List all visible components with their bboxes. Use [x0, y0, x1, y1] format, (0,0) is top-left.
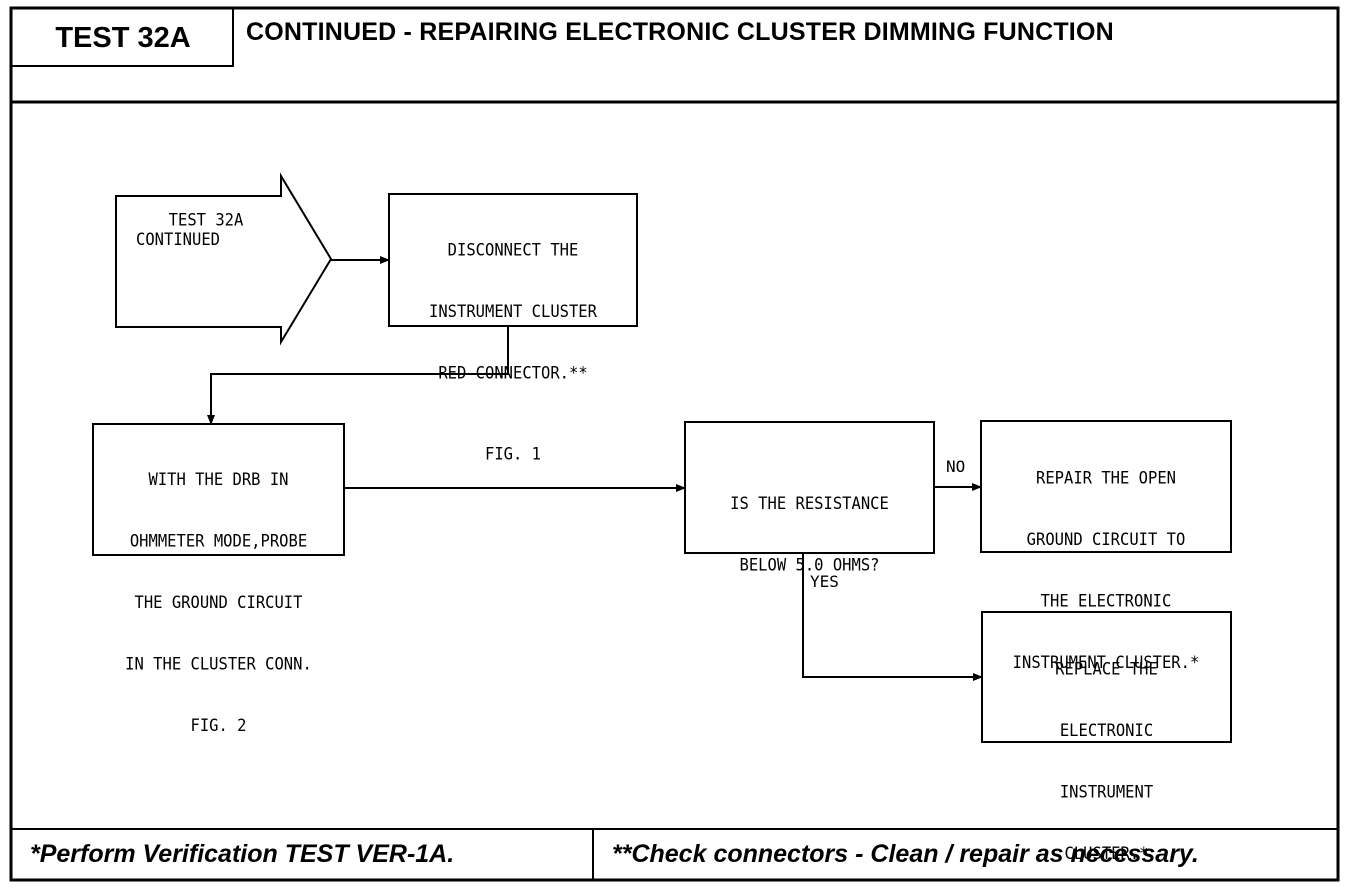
outer-frame [9, 6, 1340, 882]
test-id-label: TEST 32A [55, 21, 191, 54]
connector-decision-yes [802, 553, 983, 681]
step-probe-fig: FIG. 2 [190, 716, 247, 736]
branch-yes-label: YES [810, 572, 839, 591]
action-repair-line4: INSTRUMENT CLUSTER.* [1012, 652, 1200, 673]
action-replace-line4: CLUSTER.* [1064, 843, 1149, 864]
action-replace-line1: REPLACE THE [1055, 659, 1158, 679]
start-line1: TEST 32A [168, 210, 244, 230]
decision-line2: BELOW 5.0 OHMS? [739, 555, 880, 575]
step-probe-box [92, 423, 345, 556]
connector-disconnect-to-probe [207, 326, 509, 425]
start-line2: CONTINUED [136, 230, 220, 250]
step-probe-line4: IN THE CLUSTER CONN. [125, 654, 312, 674]
page-title: CONTINUED - REPAIRING ELECTRONIC CLUSTER… [246, 18, 1114, 46]
action-repair-line3: THE ELECTRONIC [1040, 591, 1172, 611]
footnote-connectors: **Check connectors - Clean / repair as n… [612, 840, 1199, 868]
action-repair-text: REPAIR THE OPEN GROUND CIRCUIT TO THE EL… [982, 427, 1230, 694]
step-probe-line2: OHMMETER MODE,PROBE [129, 531, 308, 551]
action-replace-line2: ELECTRONIC [1059, 720, 1154, 741]
step-probe-line1: WITH THE DRB IN [148, 469, 289, 490]
step-disconnect-text: DISCONNECT THE INSTRUMENT CLUSTER RED CO… [390, 199, 636, 485]
start-arrow-shape [115, 172, 333, 346]
test-id-box [10, 7, 234, 67]
action-replace-line3: INSTRUMENT [1059, 782, 1154, 802]
branch-no-label: NO [946, 457, 966, 476]
action-repair-line2: GROUND CIRCUIT TO [1026, 529, 1186, 550]
action-repair-line1: REPAIR THE OPEN [1036, 468, 1176, 488]
decision-line1: IS THE RESISTANCE [730, 493, 889, 514]
step-disconnect-line1: DISCONNECT THE [447, 240, 579, 260]
step-disconnect-fig: FIG. 1 [485, 444, 541, 464]
step-probe-text: WITH THE DRB IN OHMMETER MODE,PROBE THE … [94, 429, 343, 757]
footnote-verification: *Perform Verification TEST VER-1A. [30, 840, 455, 868]
decision-text: IS THE RESISTANCE BELOW 5.0 OHMS? [686, 453, 933, 597]
step-disconnect-line3: RED CONNECTOR.** [438, 363, 588, 383]
step-disconnect-line2: INSTRUMENT CLUSTER [429, 302, 597, 322]
action-replace-text: REPLACE THE ELECTRONIC INSTRUMENT CLUSTE… [983, 618, 1230, 885]
step-probe-line3: THE GROUND CIRCUIT [134, 593, 303, 613]
